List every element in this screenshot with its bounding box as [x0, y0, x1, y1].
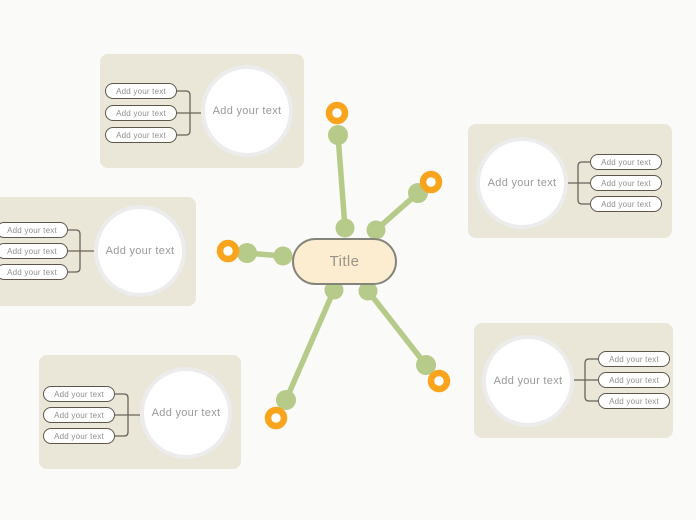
endpoint-ring-top[interactable]: [325, 101, 349, 125]
topic-group-right-bottom: Add your text Add your text Add your tex…: [474, 323, 673, 438]
subtopic-pill[interactable]: Add your text: [43, 428, 115, 444]
topic-circle-label: Add your text: [493, 375, 563, 387]
subtopic-pill[interactable]: Add your text: [598, 393, 670, 409]
subtopic-label: Add your text: [609, 375, 659, 385]
subtopic-label: Add your text: [116, 130, 166, 140]
connector-bracket: [68, 229, 94, 273]
subtopic-pill[interactable]: Add your text: [43, 386, 115, 402]
branch-line-southeast: [365, 288, 429, 368]
topic-circle[interactable]: Add your text: [201, 65, 293, 157]
branch-dot: [366, 220, 386, 240]
topic-circle[interactable]: Add your text: [476, 137, 568, 229]
subtopic-pill[interactable]: Add your text: [590, 154, 662, 170]
subtopic-pill[interactable]: Add your text: [105, 83, 177, 99]
subtopic-pill[interactable]: Add your text: [105, 127, 177, 143]
subtopic-label: Add your text: [116, 86, 166, 96]
subtopic-label: Add your text: [54, 431, 104, 441]
endpoint-ring-northeast[interactable]: [419, 170, 443, 194]
subtopic-label: Add your text: [601, 199, 651, 209]
topic-circle-label: Add your text: [105, 245, 175, 257]
endpoint-ring-southwest[interactable]: [264, 406, 288, 430]
branch-dot: [358, 281, 378, 301]
subtopic-pill[interactable]: Add your text: [590, 196, 662, 212]
center-topic-label: Title: [329, 253, 360, 270]
branch-endpoint-rings: [216, 101, 451, 430]
connector-bracket: [574, 358, 598, 402]
subtopic-label: Add your text: [7, 225, 57, 235]
branch-dot: [416, 355, 436, 375]
subtopic-pill[interactable]: Add your text: [43, 407, 115, 423]
center-topic[interactable]: Title: [292, 238, 397, 285]
subtopic-pill[interactable]: Add your text: [105, 105, 177, 121]
connector-bracket: [177, 90, 201, 136]
branch-line-southwest: [283, 287, 337, 403]
branch-dot: [237, 243, 257, 263]
subtopic-label: Add your text: [7, 246, 57, 256]
endpoint-ring-left[interactable]: [216, 239, 240, 263]
topic-circle[interactable]: Add your text: [482, 335, 574, 427]
branch-dot: [335, 218, 355, 238]
subtopic-label: Add your text: [116, 108, 166, 118]
subtopic-label: Add your text: [601, 157, 651, 167]
subtopic-pill[interactable]: Add your text: [0, 264, 68, 280]
subtopic-label: Add your text: [609, 396, 659, 406]
connector-bracket: [115, 393, 140, 437]
subtopic-label: Add your text: [609, 354, 659, 364]
endpoint-ring-southeast[interactable]: [427, 369, 451, 393]
branch-dot: [273, 246, 293, 266]
topic-group-bottom-left: Add your text Add your text Add your tex…: [39, 355, 241, 469]
branch-dot: [324, 280, 344, 300]
branch-dot: [328, 125, 348, 145]
subtopic-pill[interactable]: Add your text: [598, 351, 670, 367]
topic-circle[interactable]: Add your text: [140, 367, 232, 459]
subtopic-label: Add your text: [601, 178, 651, 188]
topic-group-left: Add your text Add your text Add your tex…: [0, 197, 196, 306]
branch-dots: [237, 125, 436, 410]
subtopic-label: Add your text: [54, 410, 104, 420]
topic-circle[interactable]: Add your text: [94, 205, 186, 297]
topic-group-right-top: Add your text Add your text Add your tex…: [468, 124, 672, 238]
branch-dot: [276, 390, 296, 410]
subtopic-pill[interactable]: Add your text: [598, 372, 670, 388]
connector-bracket: [568, 161, 590, 205]
branch-line-top: [335, 132, 348, 231]
subtopic-pill[interactable]: Add your text: [590, 175, 662, 191]
topic-group-top-left: Add your text Add your text Add your tex…: [100, 54, 304, 168]
subtopic-pill[interactable]: Add your text: [0, 222, 68, 238]
subtopic-label: Add your text: [7, 267, 57, 277]
subtopic-label: Add your text: [54, 389, 104, 399]
topic-circle-label: Add your text: [212, 105, 282, 117]
subtopic-pill[interactable]: Add your text: [0, 243, 68, 259]
topic-circle-label: Add your text: [487, 177, 557, 189]
topic-circle-label: Add your text: [151, 407, 221, 419]
